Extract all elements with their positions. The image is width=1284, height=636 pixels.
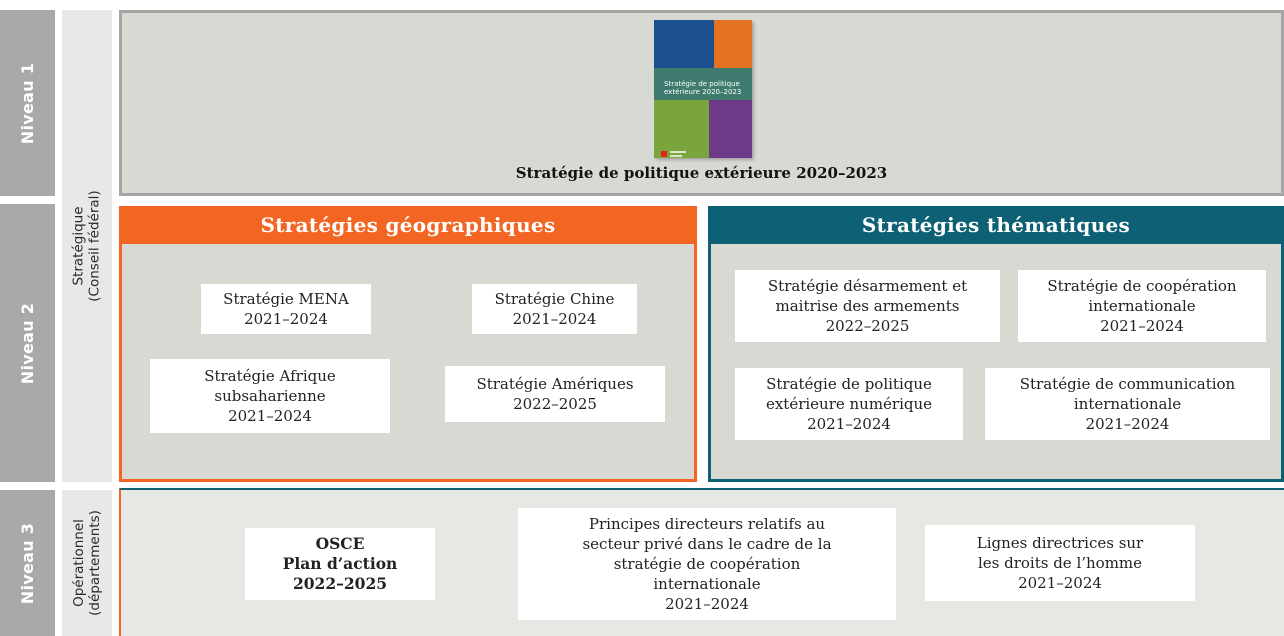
thematic-strategy-communication: Stratégie de communication international…: [985, 368, 1270, 440]
level-1-title: Stratégie de politique extérieure 2020–2…: [515, 164, 888, 182]
geo-strategy-afrique: Stratégie Afrique subsaharienne 2021–202…: [150, 359, 390, 433]
geo-strategy-ameriques: Stratégie Amériques 2022–2025: [445, 366, 665, 422]
strategy-cover-image: Stratégie de politique extérieure 2020–2…: [654, 20, 752, 158]
level-3-label: Niveau 3: [0, 490, 55, 636]
swiss-flag-icon: [661, 151, 667, 157]
level-1-text: Niveau 1: [18, 62, 38, 144]
geo-strategy-mena: Stratégie MENA 2021–2024: [201, 284, 371, 334]
ops-droits-homme: Lignes directrices sur les droits de l’h…: [925, 525, 1195, 601]
thematic-strategy-numerique: Stratégie de politique extérieure numéri…: [735, 368, 963, 440]
operational-label-line1: Opérationnel: [71, 519, 87, 607]
strategic-side-label: Stratégique (Conseil fédéral): [62, 10, 112, 482]
ops-secteur-prive: Principes directeurs relatifs au secteur…: [518, 508, 896, 620]
geo-strategy-chine: Stratégie Chine 2021–2024: [472, 284, 637, 334]
thematic-strategy-cooperation: Stratégie de coopération internationale …: [1018, 270, 1266, 342]
level-3-text: Niveau 3: [18, 522, 38, 604]
operational-side-label: Opérationnel (départements): [62, 490, 112, 636]
level-2-text: Niveau 2: [18, 302, 38, 384]
level-1-label: Niveau 1: [0, 10, 55, 196]
thematic-strategy-desarmement: Stratégie désarmement et maitrise des ar…: [735, 270, 1000, 342]
cover-title: Stratégie de politique extérieure 2020–2…: [664, 80, 742, 96]
operational-label-line2: (départements): [87, 510, 103, 616]
ops-osce-plan: OSCE Plan d’action 2022–2025: [245, 528, 435, 600]
level-2-label: Niveau 2: [0, 204, 55, 482]
thematic-heading: Stratégies thématiques: [708, 206, 1284, 244]
strategic-label-line1: Stratégique: [71, 206, 88, 286]
strategic-label-line2: (Conseil fédéral): [87, 190, 104, 302]
geographic-heading: Stratégies géographiques: [119, 206, 697, 244]
